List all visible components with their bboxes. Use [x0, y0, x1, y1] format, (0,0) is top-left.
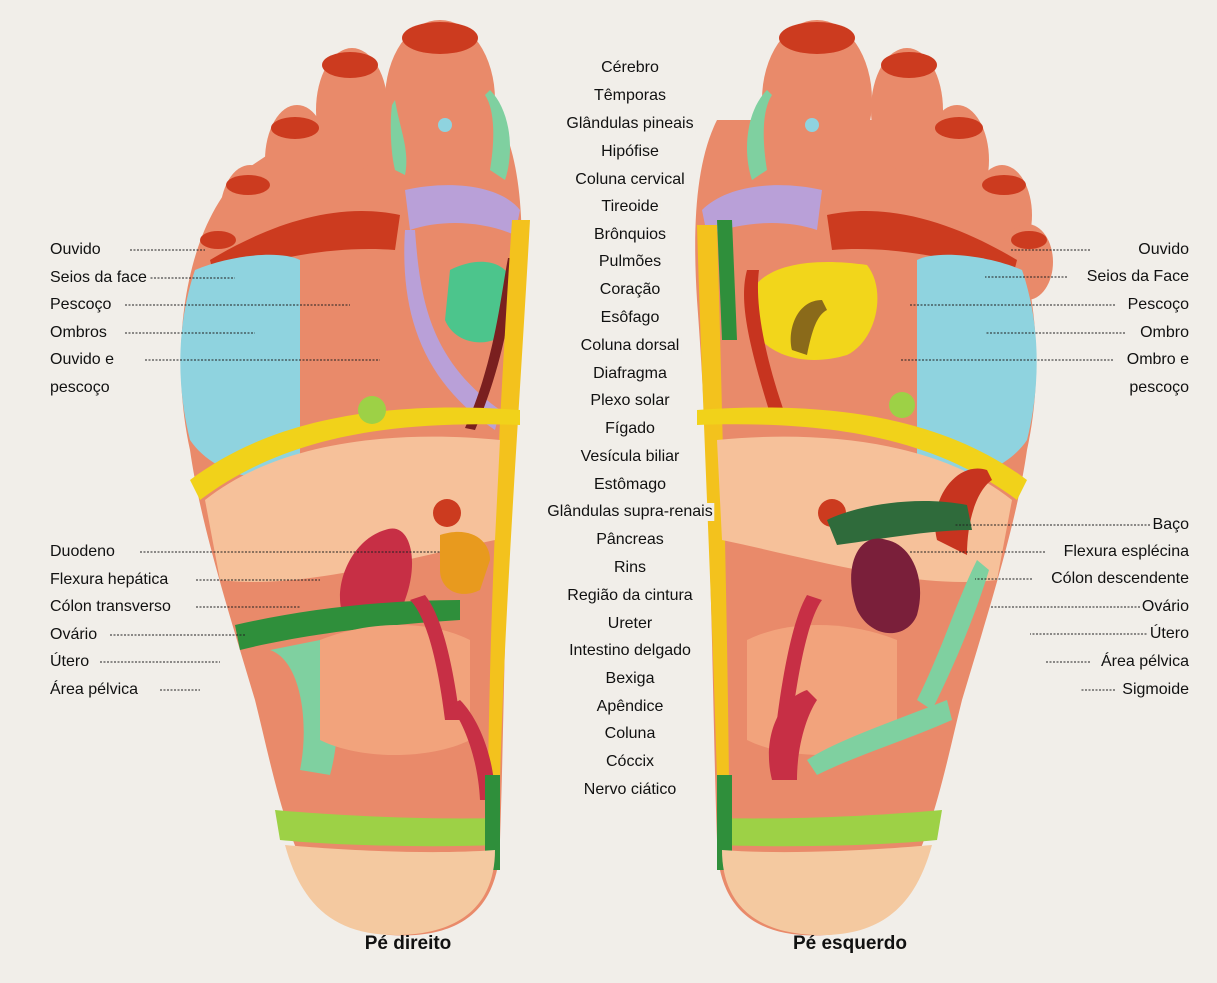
label-coracao: Coração: [598, 281, 662, 299]
caption-right-foot: Pé direito: [365, 933, 452, 955]
label-flexura-hepatica: Flexura hepática: [48, 571, 170, 589]
left-foot: [695, 20, 1053, 935]
label-rins: Rins: [612, 559, 648, 577]
label-seios-da-face-right-foot: Seios da face: [48, 269, 149, 287]
label-temporas: Têmporas: [592, 87, 668, 105]
heel-right: [285, 845, 495, 935]
label-figado: Fígado: [603, 420, 657, 438]
label-colon-transverso: Cólon transverso: [48, 598, 173, 616]
label-intestino-delgado: Intestino delgado: [567, 642, 693, 660]
label-pescoco-left-foot: Pescoço: [1126, 296, 1191, 314]
label-apendice: Apêndice: [595, 698, 666, 716]
label-area-pelvica-left-foot: Área pélvica: [1099, 653, 1191, 671]
label-pancreas: Pâncreas: [594, 531, 666, 549]
label-pulmoes: Pulmões: [597, 253, 663, 271]
label-utero-left-foot: Útero: [1148, 625, 1191, 643]
label-seios-da-face-left-foot: Seios da Face: [1085, 268, 1191, 286]
label-estomago: Estômago: [592, 476, 668, 494]
label-ovario-left-foot: Ovário: [1140, 598, 1191, 616]
label-flexura-esplecina: Flexura esplécina: [1062, 543, 1191, 561]
right-foot: [180, 20, 530, 935]
label-utero-right-foot: Útero: [48, 653, 91, 671]
label-glandulas-pineais: Glândulas pineais: [564, 115, 695, 133]
label-coluna-dorsal: Coluna dorsal: [579, 337, 682, 355]
label-esofago: Esôfago: [599, 309, 662, 327]
label-sigmoide: Sigmoide: [1120, 681, 1191, 699]
label-glandulas-supra-renais: Glândulas supra-renais: [545, 503, 714, 521]
label-baco: Baço: [1151, 516, 1191, 534]
label-nervo-ciatico: Nervo ciático: [582, 781, 678, 799]
label-ouvido-e: Ouvido e: [48, 351, 116, 369]
label-coluna: Coluna: [603, 725, 658, 743]
label-tireoide: Tireoide: [599, 198, 660, 216]
label-pescoco-right-foot: Pescoço: [48, 296, 113, 314]
label-colon-descendente: Cólon descendente: [1049, 570, 1191, 588]
label-coluna-cervical: Coluna cervical: [573, 171, 686, 189]
label-bexiga: Bexiga: [604, 670, 657, 688]
label-cerebro: Cérebro: [599, 59, 661, 77]
label-bronquios: Brônquios: [592, 226, 668, 244]
label-ovario-right-foot: Ovário: [48, 626, 99, 644]
label-plexo-solar: Plexo solar: [588, 392, 671, 410]
label-pescoco-3: pescoço: [1127, 379, 1191, 397]
label-vesicula-biliar: Vesícula biliar: [579, 448, 682, 466]
label-ouvido-right-foot: Ouvido: [48, 241, 103, 259]
label-hipofise: Hipófise: [599, 143, 661, 161]
label-area-pelvica-right-foot: Área pélvica: [48, 681, 140, 699]
label-ombro: Ombro: [1138, 324, 1191, 342]
label-duodeno: Duodeno: [48, 543, 117, 561]
label-ombro-e: Ombro e: [1125, 351, 1191, 369]
label-ombros: Ombros: [48, 324, 109, 342]
label-ureter: Ureter: [606, 615, 654, 633]
caption-left-foot: Pé esquerdo: [793, 933, 907, 955]
label-ouvido-left-foot: Ouvido: [1136, 241, 1191, 259]
label-pescoco-2: pescoço: [48, 379, 112, 397]
label-regiao-da-cintura: Região da cintura: [565, 587, 694, 605]
label-coccix: Cóccix: [604, 753, 656, 771]
solar-plexus: [358, 396, 386, 424]
label-diafragma: Diafragma: [591, 365, 669, 383]
